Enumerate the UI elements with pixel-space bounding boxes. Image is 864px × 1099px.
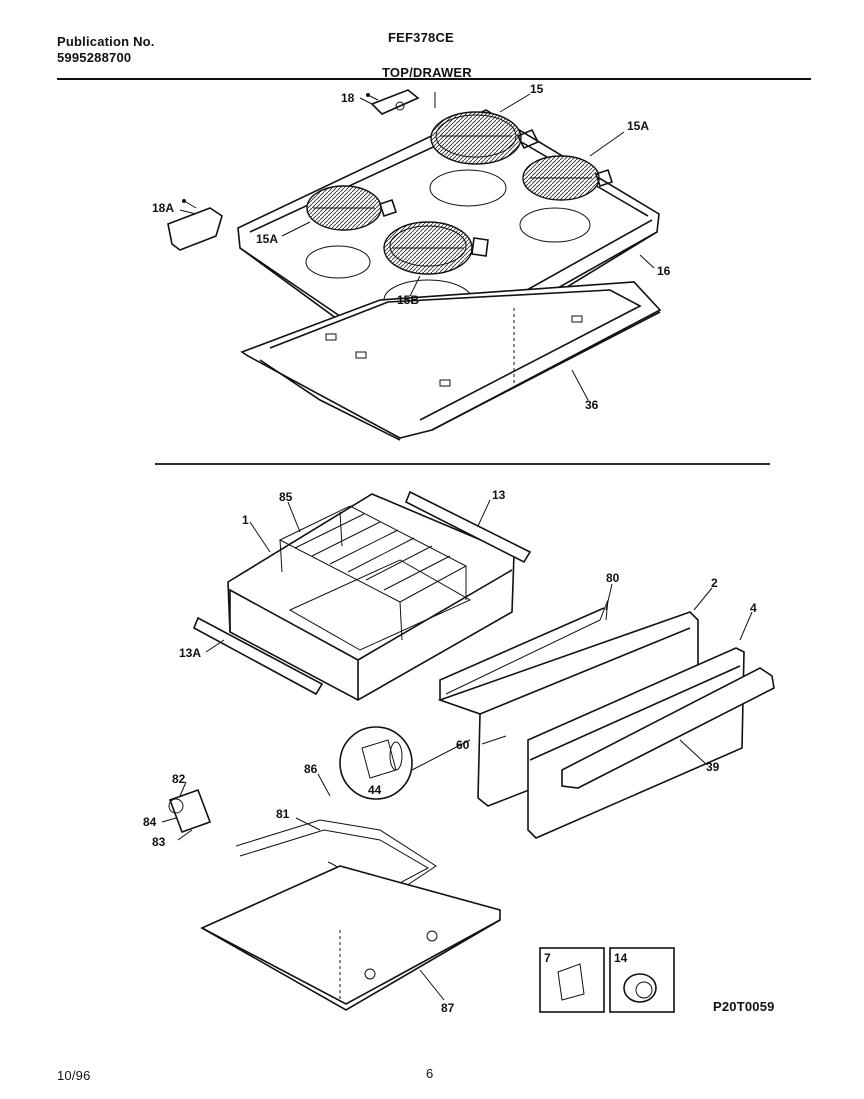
drawer-slide-13a bbox=[192, 616, 324, 696]
callout-83: 83 bbox=[152, 835, 166, 849]
callout-leaders-bottom bbox=[161, 499, 753, 1001]
footer-date: 10/96 bbox=[57, 1068, 91, 1083]
drawer-handle-39 bbox=[561, 667, 775, 789]
callout-1: 1 bbox=[242, 513, 249, 527]
callout-39: 39 bbox=[706, 760, 720, 774]
callout-44: 44 bbox=[368, 783, 382, 797]
callout-85: 85 bbox=[279, 490, 293, 504]
trim-bracket-18 bbox=[370, 89, 420, 115]
broiler-rack-85 bbox=[278, 505, 468, 641]
callout-4: 4 bbox=[750, 601, 757, 615]
callout-84: 84 bbox=[143, 815, 157, 829]
callout-13a: 13A bbox=[179, 646, 201, 660]
callout-80: 80 bbox=[606, 571, 620, 585]
bracket-18a bbox=[167, 207, 223, 251]
callout-15b: 15B bbox=[397, 293, 419, 307]
callout-60: 60 bbox=[456, 738, 470, 752]
burner-outline-back-right bbox=[519, 207, 591, 243]
callout-7: 7 bbox=[544, 951, 551, 965]
section-title: TOP/DRAWER bbox=[382, 65, 472, 80]
burner-outline-front-left bbox=[305, 245, 371, 279]
inset-box-14 bbox=[609, 947, 675, 1013]
inset-box-7 bbox=[539, 947, 605, 1013]
page-number: 6 bbox=[426, 1066, 434, 1081]
bracket-82 bbox=[168, 788, 212, 834]
element-terminal bbox=[516, 128, 540, 150]
callout-18a: 18A bbox=[152, 201, 174, 215]
callout-86: 86 bbox=[304, 762, 318, 776]
callout-2: 2 bbox=[711, 576, 718, 590]
drawer-slide-13 bbox=[404, 490, 532, 564]
model-number: FEF378CE bbox=[388, 30, 454, 45]
callout-87: 87 bbox=[441, 1001, 455, 1015]
callout-15a-right: 15A bbox=[627, 119, 649, 133]
drawing-code: P20T0059 bbox=[713, 999, 775, 1014]
burner-box-36 bbox=[240, 281, 662, 439]
callout-15: 15 bbox=[530, 82, 544, 96]
gasket-80 bbox=[445, 599, 609, 695]
callout-82: 82 bbox=[172, 772, 186, 786]
callout-36: 36 bbox=[585, 398, 599, 412]
publication-number: 5995288700 bbox=[57, 50, 132, 65]
callout-13: 13 bbox=[492, 488, 506, 502]
callout-15a-left: 15A bbox=[256, 232, 278, 246]
inset-knob-44 bbox=[339, 726, 413, 800]
drawer-assembly bbox=[168, 490, 775, 1013]
publication-label: Publication No. bbox=[57, 34, 155, 49]
radiant-element-15 bbox=[430, 111, 522, 165]
callout-18: 18 bbox=[341, 91, 355, 105]
drawer-bottom-87 bbox=[200, 865, 501, 1005]
header-rule bbox=[57, 78, 811, 80]
callout-81: 81 bbox=[276, 807, 290, 821]
callout-leaders-top bbox=[179, 93, 655, 401]
callout-16: 16 bbox=[657, 264, 671, 278]
burner-outline-back-left bbox=[429, 169, 507, 207]
callout-14: 14 bbox=[614, 951, 628, 965]
cooktop-assembly bbox=[167, 89, 662, 441]
